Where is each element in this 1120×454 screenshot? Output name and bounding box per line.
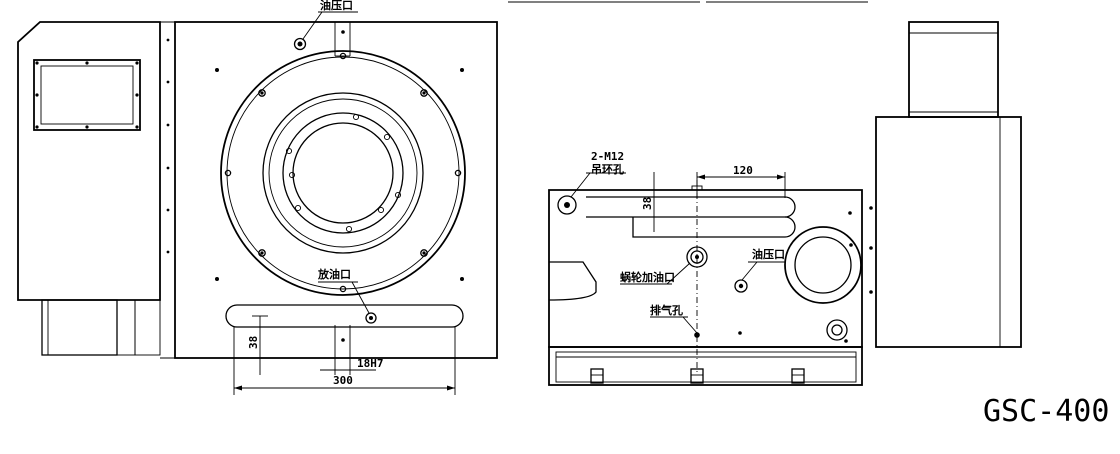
side-housing: [875, 116, 1022, 348]
drain-plug: [826, 319, 848, 341]
label-oil-port-side: 油压口: [752, 247, 785, 261]
t-slot-bottom: [225, 304, 464, 328]
housing-screws: [166, 38, 170, 254]
side-body: [548, 189, 863, 348]
drain-port: [365, 312, 377, 324]
table-body: [174, 21, 498, 359]
label-worm-oil-fill: 蜗轮加油口: [620, 270, 675, 284]
rotary-table-outer: [220, 50, 466, 296]
dim-18h7: 18H7: [357, 357, 384, 370]
label-drain-port: 放油口: [317, 267, 351, 281]
body-screws: [215, 68, 464, 281]
label-lifting-holes-count: 2-M12: [591, 150, 624, 163]
rotary-table-center-bore: [292, 122, 394, 224]
dim-120: 120: [733, 164, 753, 177]
label-lifting-holes-desc: 吊环孔: [591, 163, 624, 176]
dim-300: 300: [333, 374, 353, 387]
oil-port-side: [734, 279, 748, 293]
table-bolt-holes: [224, 52, 462, 293]
bearing-cover: [784, 226, 862, 304]
motor-block-top: [908, 21, 999, 118]
label-vent-hole: 排气孔: [650, 303, 683, 317]
window-screws: [35, 61, 139, 129]
worm-oil-fill-port: [686, 246, 708, 268]
side-view: 2-M12 吊环孔 120 38 蜗轮加油口 油压口 排气孔: [548, 21, 1022, 386]
model-label: GSC-400: [983, 394, 1109, 429]
side-housing-screws: [869, 206, 873, 294]
lifting-hole: [557, 195, 577, 215]
label-oil-port-top: 油压口: [320, 0, 353, 12]
motor-base: [41, 299, 118, 356]
oil-port-top: [293, 37, 307, 51]
motor-housing: [17, 21, 161, 301]
dim-38-left: 38: [247, 336, 260, 349]
base-plate: [548, 346, 863, 386]
inner-ring-holes: [285, 113, 402, 233]
motor-window: [33, 59, 141, 131]
base-bolts: [590, 368, 805, 384]
vent-hole: [694, 332, 700, 338]
rotary-table-mid: [262, 92, 424, 254]
dim-38-right: 38: [641, 197, 654, 210]
front-view: 油压口: [17, 0, 498, 395]
